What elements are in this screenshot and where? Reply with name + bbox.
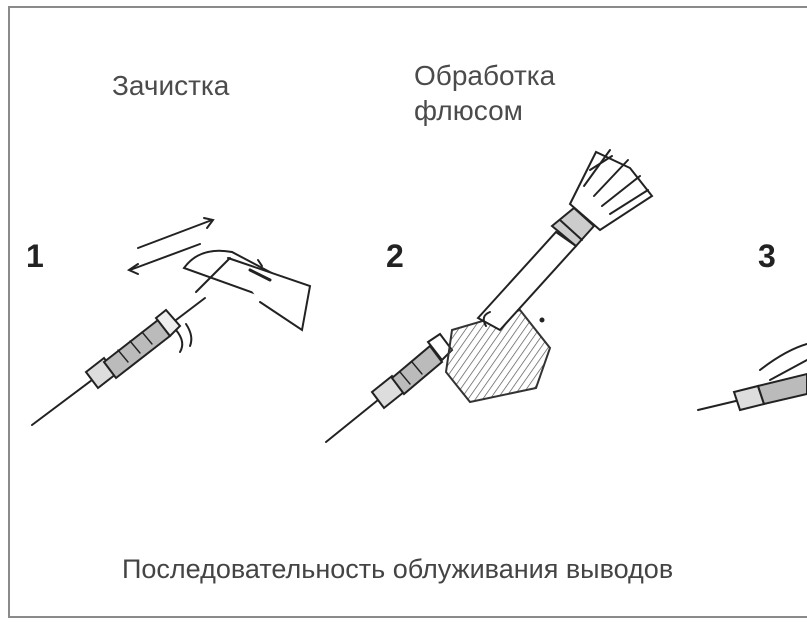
brush-bristles [568, 150, 654, 232]
figure-frame [8, 6, 807, 618]
knife-handle [227, 257, 312, 332]
brush-handle [476, 230, 578, 332]
step3-illustration [697, 343, 807, 412]
step2-lead-wire [325, 399, 379, 443]
step1-illustration [31, 217, 312, 426]
figure-caption: Последовательность облуживания выводов [122, 554, 674, 584]
flux-sponge [444, 308, 552, 404]
step1-stripped-end [154, 308, 182, 338]
step1-number: 1 [26, 238, 44, 274]
motion-arrow-forward [137, 219, 213, 249]
step2-number: 2 [386, 238, 404, 274]
step3-lead-wire [697, 399, 741, 411]
step3-number: 3 [758, 238, 776, 274]
step2-illustration [325, 149, 654, 443]
step2-lead-coating [390, 344, 444, 396]
step1-lead-wire [31, 379, 93, 426]
motion-arrow-back [129, 243, 201, 271]
step2-title-line1: Обработка [414, 60, 556, 91]
step2-title: Обработка флюсом [414, 58, 555, 128]
step2-title-line2: флюсом [414, 95, 523, 126]
step1-title: Зачистка [112, 70, 230, 101]
